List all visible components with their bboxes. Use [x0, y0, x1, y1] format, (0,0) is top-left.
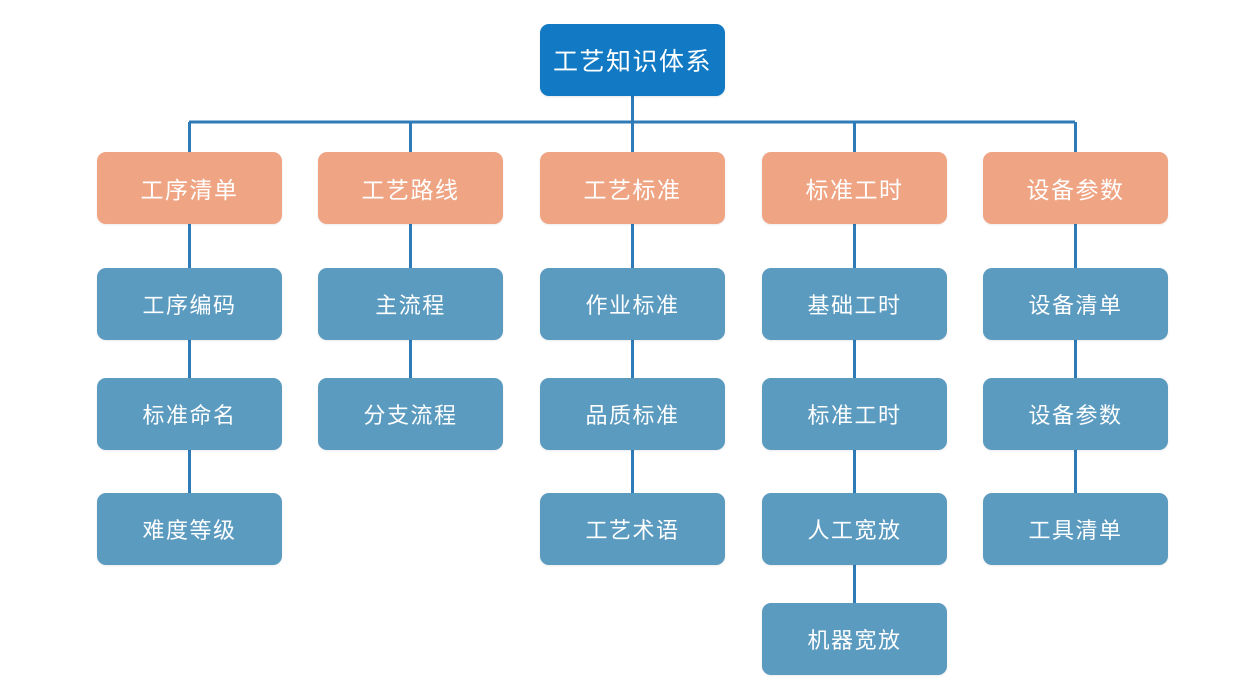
leaf-node-2-1[interactable]: 主流程 — [318, 268, 503, 340]
leaf-node-1-2[interactable]: 标准命名 — [97, 378, 282, 450]
leaf-node-1-1[interactable]: 工序编码 — [97, 268, 282, 340]
root-node[interactable]: 工艺知识体系 — [540, 24, 725, 96]
leaf-node-3-3[interactable]: 工艺术语 — [540, 493, 725, 565]
leaf-node-4-1[interactable]: 基础工时 — [762, 268, 947, 340]
leaf-node-4-3[interactable]: 人工宽放 — [762, 493, 947, 565]
leaf-node-5-3[interactable]: 工具清单 — [983, 493, 1168, 565]
leaf-node-4-2[interactable]: 标准工时 — [762, 378, 947, 450]
category-node-5[interactable]: 设备参数 — [983, 152, 1168, 224]
leaf-node-5-2[interactable]: 设备参数 — [983, 378, 1168, 450]
category-node-2[interactable]: 工艺路线 — [318, 152, 503, 224]
leaf-node-5-1[interactable]: 设备清单 — [983, 268, 1168, 340]
leaf-node-3-2[interactable]: 品质标准 — [540, 378, 725, 450]
leaf-node-2-2[interactable]: 分支流程 — [318, 378, 503, 450]
category-node-4[interactable]: 标准工时 — [762, 152, 947, 224]
leaf-node-1-3[interactable]: 难度等级 — [97, 493, 282, 565]
leaf-node-3-1[interactable]: 作业标准 — [540, 268, 725, 340]
category-node-1[interactable]: 工序清单 — [97, 152, 282, 224]
category-node-3[interactable]: 工艺标准 — [540, 152, 725, 224]
leaf-node-4-4[interactable]: 机器宽放 — [762, 603, 947, 675]
